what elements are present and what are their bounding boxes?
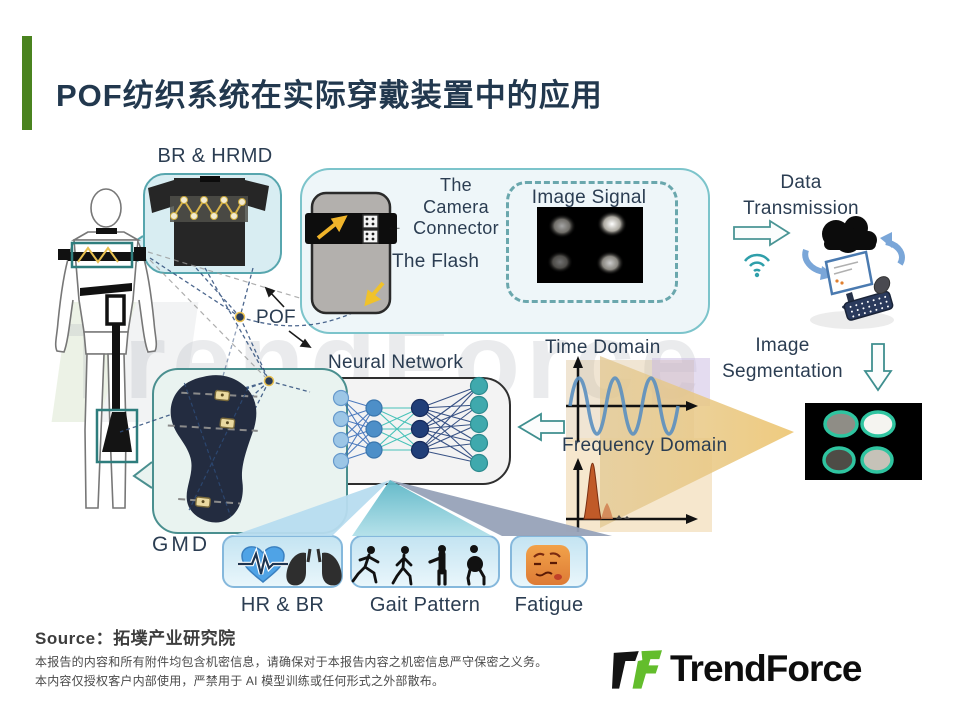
label-flash: The Flash	[392, 251, 480, 272]
label-neural-network: Neural Network	[328, 352, 464, 373]
trendforce-logo: TrendForce	[612, 645, 862, 693]
label-output-fatigue: Fatigue	[514, 594, 584, 616]
trendforce-logo-mark	[612, 650, 662, 689]
mouse-icon	[873, 276, 891, 294]
gmd-callout-box	[152, 368, 348, 534]
label-output-hr-br: HR & BR	[240, 594, 325, 616]
collar-band	[96, 228, 117, 234]
segmented-image	[805, 403, 922, 480]
br-box-tail	[119, 235, 144, 265]
monitor-icon	[824, 250, 874, 310]
label-camera-connector: The Camera Connector	[413, 175, 499, 239]
source-line: Source：拓墣产业研究院	[35, 629, 236, 648]
title-accent-bar	[22, 36, 32, 130]
wifi-icon	[744, 253, 770, 278]
label-time-domain: Time Domain	[545, 337, 661, 358]
sync-arrows-icon	[802, 239, 905, 275]
label-output-gait: Gait Pattern	[369, 594, 481, 616]
br-hrmd-callout-box	[143, 173, 282, 274]
gait-output-box	[350, 535, 500, 588]
chest-sensor-band	[58, 241, 146, 269]
keyboard-icon	[843, 290, 894, 321]
label-image-segmentation: Image Segmentation	[722, 335, 843, 382]
label-image-signal: Image Signal	[531, 187, 647, 208]
label-br-hrmd: BR & HRMD	[157, 145, 273, 167]
trendforce-logo-text: TrendForce	[670, 648, 862, 689]
frequency-domain-chart	[566, 458, 698, 532]
label-pof: POF	[256, 307, 296, 328]
gmd-box-tail	[132, 461, 153, 489]
label-data-transmission: Data Transmission	[743, 172, 859, 219]
transmission-arrow-icon	[733, 219, 791, 247]
main-peak	[583, 462, 602, 520]
waist-belt	[80, 283, 132, 296]
disclaimer-line-1: 本报告的内容和所有附件均包含机密信息，请确保对于本报告内容之机密信息严守保密之义…	[35, 655, 548, 669]
label-frequency-domain: Frequency Domain	[562, 435, 728, 456]
image-signal-dashed-box	[506, 181, 678, 303]
cloud-icon	[822, 216, 877, 253]
disclaimer-line-2: 本内容仅授权客户内部使用，严禁用于 AI 模型训练或任何形式之外部散布。	[35, 674, 445, 688]
cloud-computer-icon	[802, 216, 905, 329]
connector-arrow-icon: ←	[386, 216, 403, 235]
hr-br-output-box	[222, 535, 343, 588]
segmentation-arrow-icon	[863, 343, 893, 392]
fatigue-output-box	[510, 535, 588, 588]
label-gmd: GMD	[152, 533, 210, 556]
page-title: POF纺织系统在实际穿戴装置中的应用	[56, 78, 603, 113]
